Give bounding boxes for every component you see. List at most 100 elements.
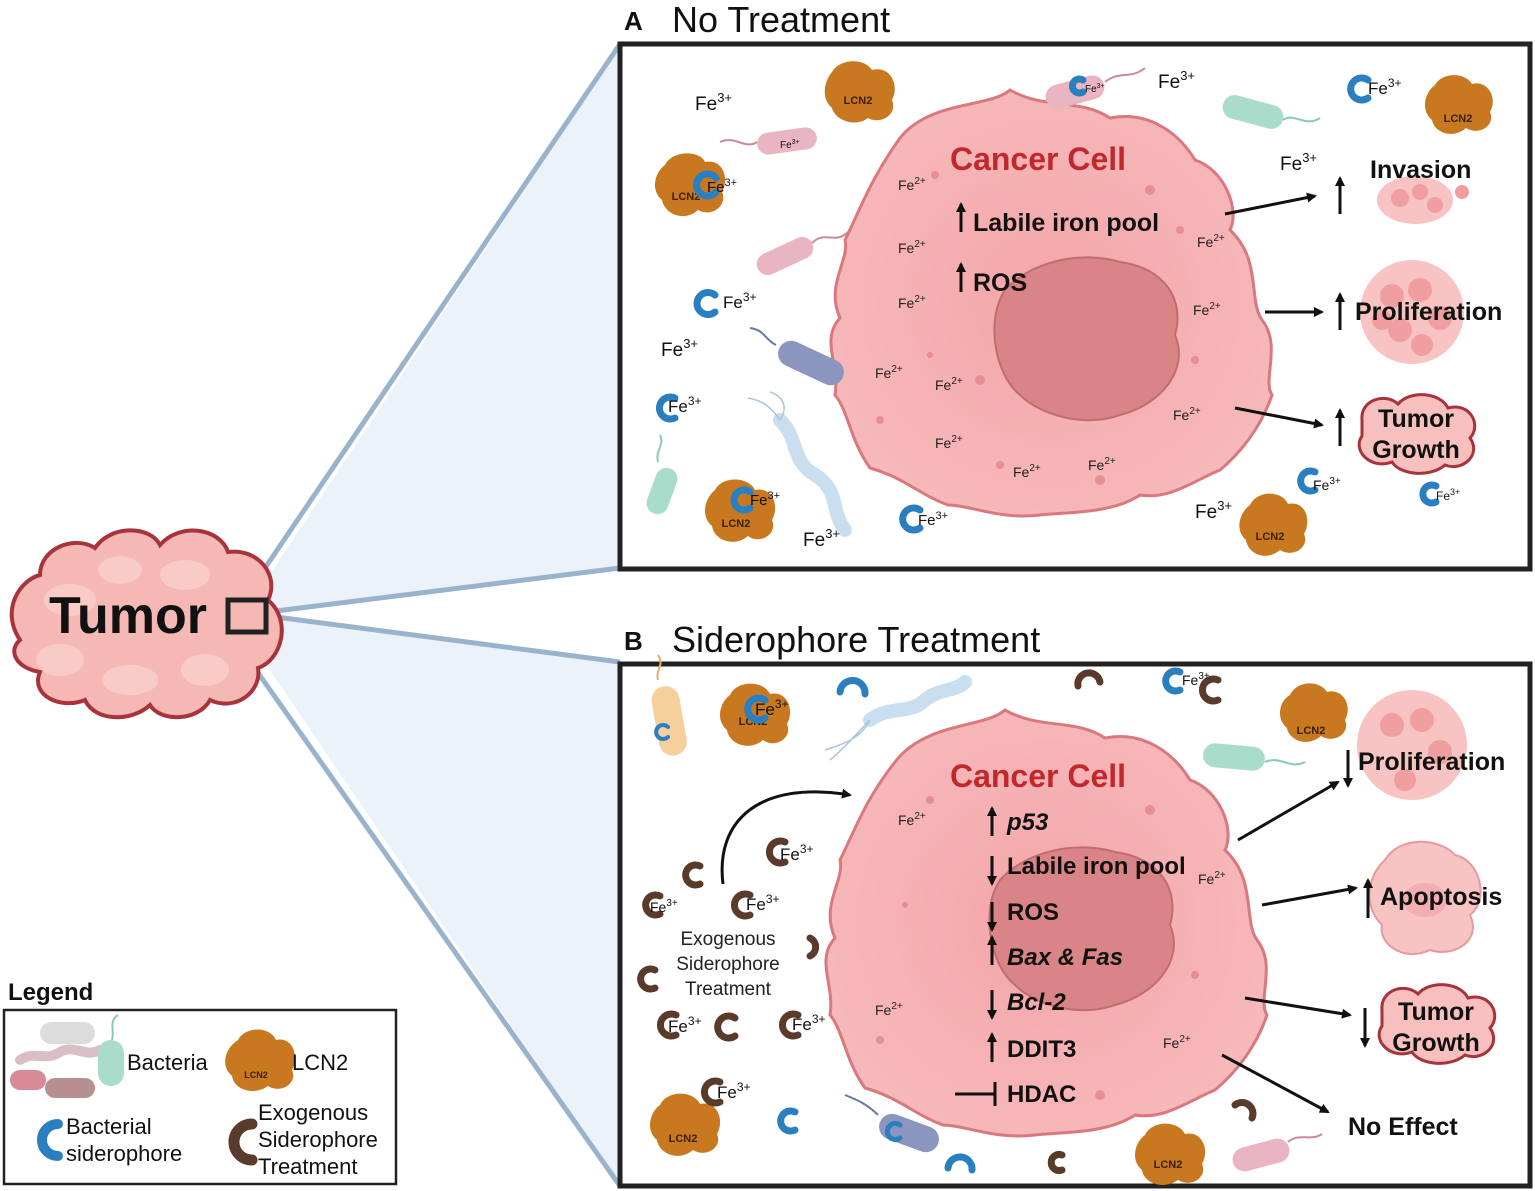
tumor-growth-icon [1357, 393, 1477, 475]
fe3-labels-b: Fe3+ Fe3+ Fe3+ Fe3+ Fe3+ Fe3+ Fe3+ Fe3+ [650, 671, 1210, 1102]
legend-bacterial-siderophore-icon [37, 1119, 63, 1161]
svg-text:Fe2+: Fe2+ [898, 239, 926, 256]
legend-exogenous-label-3: Treatment [258, 1154, 357, 1179]
proliferation-icon [1360, 260, 1464, 364]
legend-lcn2-label: LCN2 [292, 1050, 348, 1075]
svg-text:Fe3+: Fe3+ [1158, 68, 1195, 93]
svg-text:Fe3+: Fe3+ [668, 394, 702, 416]
fe2-labels-b: Fe2+ Fe2+ Fe2+ Fe2+ [875, 811, 1226, 1051]
lcn2-labels-a: LCN2 LCN2 LCN2 LCN2 LCN2 [672, 95, 1473, 543]
svg-text:Fe3+: Fe3+ [746, 892, 780, 914]
legend-title: Legend [8, 979, 93, 1006]
zoom-wedge-b [244, 612, 620, 1186]
legend-exogenous-label-1: Exogenous [258, 1100, 368, 1125]
arrow-no-effect [1221, 1053, 1330, 1114]
legend-bacteria-icon [10, 1014, 124, 1098]
svg-text:Fe2+: Fe2+ [875, 364, 903, 381]
svg-text:LCN2: LCN2 [669, 1133, 698, 1145]
svg-text:Fe3+: Fe3+ [668, 1014, 702, 1036]
panel-a-labile-iron: Labile iron pool [973, 209, 1159, 237]
zoom-box [225, 597, 269, 635]
panel-b-bcl2: Bcl-2 [1007, 989, 1066, 1016]
lcn2-icons-b [649, 683, 1348, 1185]
arrow-apoptosis [1261, 884, 1358, 907]
svg-text:Fe2+: Fe2+ [1013, 463, 1041, 480]
svg-text:Fe3+: Fe3+ [661, 336, 698, 361]
svg-text:Fe3+: Fe3+ [1195, 498, 1232, 523]
svg-text:Exogenous: Exogenous [680, 929, 775, 950]
svg-text:Fe3+: Fe3+ [750, 490, 780, 509]
zoom-line [229, 634, 623, 1188]
legend-bacterial-siderophore-label-2: siderophore [66, 1141, 182, 1166]
zoom-line [267, 613, 621, 665]
bacteria-icons-a [646, 67, 1321, 537]
exogenous-siderophore-icons-b [637, 669, 1257, 1174]
svg-text:Fe2+: Fe2+ [1197, 233, 1225, 250]
bacterial-siderophore-icons-b [654, 667, 1184, 1174]
panel-b-title: Siderophore Treatment [672, 619, 1040, 660]
svg-text:Fe2+: Fe2+ [1088, 456, 1116, 473]
svg-text:Fe3+: Fe3+ [918, 510, 948, 529]
svg-text:Fe3+: Fe3+ [650, 898, 678, 915]
arrow-invasion [1224, 192, 1317, 216]
zoom-line [243, 42, 623, 598]
svg-text:Fe3+: Fe3+ [717, 1080, 751, 1102]
arrow-tumor-growth [1234, 406, 1324, 429]
arrow-proliferation-b [1237, 780, 1340, 842]
panel-b-ddit3: DDIT3 [1007, 1036, 1076, 1063]
svg-text:Treatment: Treatment [685, 979, 772, 1000]
zoom-line [267, 565, 621, 615]
svg-text:Fe3+: Fe3+ [723, 290, 757, 312]
panel-b-hdac: HDAC [1007, 1081, 1076, 1108]
svg-text:Fe2+: Fe2+ [875, 1001, 903, 1018]
zoom-wedge [258, 46, 620, 612]
svg-text:LCN2: LCN2 [672, 191, 701, 203]
svg-text:LCN2: LCN2 [1444, 113, 1473, 125]
panel-a-cell-title: Cancer Cell [950, 141, 1126, 177]
legend-bacterial-siderophore-label-1: Bacterial [66, 1114, 152, 1139]
outcome-b-growth: Growth [1392, 1029, 1480, 1057]
proliferation-icon-b [1357, 690, 1467, 800]
svg-text:Fe2+: Fe2+ [1163, 1034, 1191, 1051]
panel-b-p53: p53 [1006, 809, 1049, 836]
outcome-invasion: Invasion [1370, 156, 1471, 184]
svg-text:Fe3+: Fe3+ [1280, 150, 1317, 175]
svg-text:Fe2+: Fe2+ [935, 376, 963, 393]
panel-b-ros: ROS [1007, 899, 1059, 926]
svg-text:Fe3+: Fe3+ [1313, 476, 1341, 493]
svg-text:Fe3+: Fe3+ [755, 697, 789, 719]
legend-exogenous-siderophore-icon [228, 1118, 258, 1166]
svg-text:LCN2: LCN2 [844, 95, 873, 107]
tumor-label: Tumor [49, 587, 207, 645]
legend-lcn2-icon-label: LCN2 [244, 1070, 268, 1080]
outcome-proliferation: Proliferation [1355, 298, 1502, 326]
panel-b-bax-fas: Bax & Fas [1007, 944, 1123, 971]
svg-text:Fe2+: Fe2+ [1173, 406, 1201, 423]
lcn2-icons-a [654, 61, 1493, 556]
svg-text:LCN2: LCN2 [1297, 725, 1326, 737]
svg-text:LCN2: LCN2 [1256, 531, 1285, 543]
outcome-b-no-effect: No Effect [1348, 1113, 1458, 1141]
panel-b-cancer-cell [824, 708, 1269, 1138]
svg-text:Fe2+: Fe2+ [1198, 870, 1226, 887]
svg-text:Fe2+: Fe2+ [1193, 301, 1221, 318]
fe3-labels-a: Fe3+ Fe3+ Fe3+ Fe3+ Fe3+ Fe3+ Fe3+ Fe3+ … [661, 68, 1460, 551]
uptake-arrow [720, 788, 852, 885]
svg-text:Fe3+: Fe3+ [780, 139, 800, 151]
outcome-b-apoptosis: Apoptosis [1380, 883, 1502, 911]
legend-lcn2-icon [225, 1029, 296, 1091]
tumor-shape [9, 528, 284, 720]
outcome-growth: Growth [1372, 436, 1460, 464]
outcome-b-proliferation: Proliferation [1358, 748, 1505, 776]
tumor-growth-icon-b [1377, 983, 1497, 1065]
outcome-b-tumor: Tumor [1398, 998, 1474, 1026]
panel-a-cancer-cell [829, 88, 1274, 518]
panel-a-title: No Treatment [672, 0, 890, 40]
legend-bacteria-label: Bacteria [127, 1050, 208, 1075]
panel-b-letter: B [624, 626, 643, 656]
svg-text:Fe3+: Fe3+ [1182, 671, 1210, 688]
svg-text:Fe3+: Fe3+ [792, 1012, 826, 1034]
panel-b-labile-iron: Labile iron pool [1007, 853, 1186, 880]
panel-b-cell-title: Cancer Cell [950, 758, 1126, 794]
